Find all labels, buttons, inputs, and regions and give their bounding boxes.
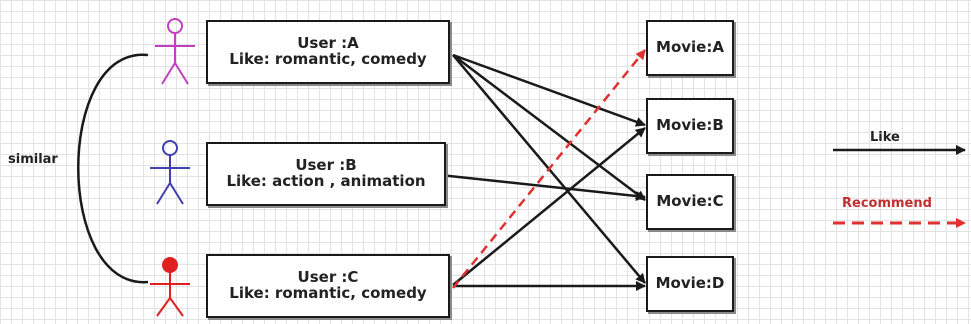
user-b-figure-icon bbox=[150, 140, 190, 205]
movie-c-box[interactable]: Movie:C bbox=[646, 174, 734, 230]
legend-like-label: Like bbox=[870, 130, 900, 145]
user-c-likes: Like: romantic, comedy bbox=[229, 284, 427, 302]
movie-d-label: Movie:D bbox=[655, 274, 725, 293]
recommend-edge-c-movie-a bbox=[452, 49, 646, 289]
movie-b-label: Movie:B bbox=[656, 116, 724, 135]
user-c-box[interactable]: User :C Like: romantic, comedy bbox=[206, 254, 450, 318]
user-a-likes: Like: romantic, comedy bbox=[229, 50, 427, 68]
user-c-figure-icon bbox=[150, 257, 190, 317]
similar-arc bbox=[77, 53, 149, 284]
movie-a-box[interactable]: Movie:A bbox=[646, 20, 734, 76]
user-b-name: User :B bbox=[295, 156, 357, 175]
like-edge-b-movie-c bbox=[439, 173, 646, 202]
movie-d-box[interactable]: Movie:D bbox=[646, 256, 734, 312]
movie-a-label: Movie:A bbox=[656, 38, 724, 57]
like-edge-c-movie-b bbox=[452, 127, 646, 286]
similar-label: similar bbox=[8, 152, 58, 167]
like-edge-a-movie-c bbox=[452, 54, 646, 201]
movie-c-label: Movie:C bbox=[656, 192, 724, 211]
user-a-box[interactable]: User :A Like: romantic, comedy bbox=[206, 20, 450, 84]
legend-recommend-label: Recommend bbox=[842, 196, 932, 211]
like-edge-a-movie-b bbox=[452, 53, 646, 127]
user-a-figure-icon bbox=[155, 18, 195, 85]
user-b-likes: Like: action , animation bbox=[226, 172, 426, 190]
user-b-box[interactable]: User :B Like: action , animation bbox=[206, 142, 446, 206]
user-a-name: User :A bbox=[297, 34, 359, 53]
movie-b-box[interactable]: Movie:B bbox=[646, 98, 734, 154]
user-c-name: User :C bbox=[297, 268, 359, 287]
